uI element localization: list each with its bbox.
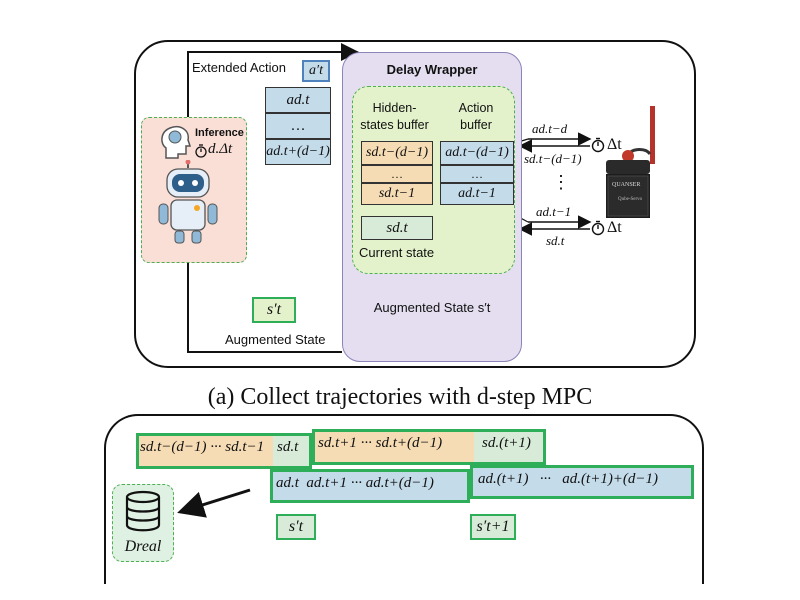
action-group-right [470,465,694,499]
row1-state-next: sd.(t+1) [482,435,531,451]
svg-text:QUANSER: QUANSER [612,182,640,188]
hidden-state-cell: sd.t−(d−1) [361,141,433,165]
row1-state-t-cell [273,436,309,466]
extended-action-label: Extended Action [192,60,286,75]
row1-state-t: sd.t [277,439,299,455]
trajectory-to-database-arrow [177,488,251,518]
bottom-panel-frame [104,414,704,584]
current-state-cell: sd.t [361,216,433,240]
robot-icon [158,160,218,244]
database-label: Dreal [124,538,162,555]
row1-states-left: sd.t−(d−1) ··· sd.t−1 [140,439,265,455]
augmented-state-return-arrow [179,245,342,353]
agent-action-cell: ad.t+(d−1) [265,139,331,165]
database-icon [125,490,161,532]
augmented-state-label: Augmented State [225,332,326,347]
env-dt-top-label: Δt [607,136,622,153]
pendulum-robot-image: QUANSER Qube-Servo [606,106,655,218]
stopwatch-icon-bottom [591,220,605,236]
env-vdots: ⋮ [552,172,570,192]
svg-text:Qube-Servo: Qube-Servo [618,197,643,202]
bottom-aug-state-right: s′t+1 [470,514,516,540]
augmented-state-symbol: s′t [252,297,296,323]
top-caption: (a) Collect trajectories with d-step MPC [207,384,593,410]
action-buffer-title: Action buffer [458,101,494,132]
current-state-label: Current state [359,245,435,260]
hidden-state-cell: … [361,165,433,183]
action-buffer-cell: … [440,165,514,183]
env-action-top-label: ad.t−d [532,121,568,136]
env-action-bottom-label: ad.t−1 [536,204,572,219]
row1-state-next-cell [474,432,543,462]
env-dt-bottom-label: Δt [607,219,622,236]
agent-action-cell: … [265,113,331,139]
hidden-state-cell: sd.t−1 [361,183,433,205]
row1-states-mid: sd.t+1 ··· sd.t+(d−1) [318,435,443,451]
row2-actions-left: ad.t ad.t+1 ··· ad.t+(d−1) [276,475,434,491]
top-panel-frame [134,40,696,368]
row2-actions-right: ad.(t+1) ··· ad.(t+1)+(d−1) [478,471,659,487]
bottom-aug-state-left: s′t [276,514,316,540]
extended-action-symbol: a′t [302,60,330,82]
hidden-buffer-title: Hidden-states buffer [360,101,429,132]
database-box [112,484,174,562]
action-buffer-cell: ad.t−1 [440,183,514,205]
extended-action-arrow [187,43,359,120]
stopwatch-icon-top [591,137,605,153]
action-group-left [270,469,470,503]
delay-wrapper-title: Delay Wrapper [386,62,478,77]
augmented-state-caption: Augmented State s′t [373,300,491,315]
inference-label: Inference [195,127,244,139]
env-state-top-label: sd.t−(d−1) [524,151,582,166]
stopwatch-icon [195,144,207,158]
inference-time: d.Δt [208,141,233,157]
env-state-bottom-label: sd.t [546,233,565,248]
agent-action-cell: ad.t [265,87,331,113]
action-buffer-cell: ad.t−(d−1) [440,141,514,165]
brain-head-icon [161,126,192,159]
